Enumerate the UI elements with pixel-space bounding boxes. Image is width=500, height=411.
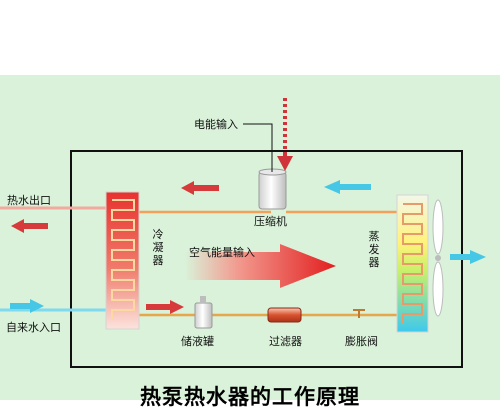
power-input-arrow <box>277 98 293 171</box>
air-out-arrow <box>450 250 486 264</box>
power-pointer-line <box>243 123 273 172</box>
cold-water-in-arrow <box>10 299 44 313</box>
compressor-label: 压缩机 <box>254 215 287 228</box>
compressor <box>258 168 287 210</box>
hot-water-outlet-label: 热水出口 <box>7 194 51 207</box>
receiver-tank <box>194 296 213 329</box>
cold-arrows <box>10 180 486 313</box>
cold-water-inlet-label: 自来水入口 <box>6 321 61 334</box>
cold-flow-arrow <box>324 180 371 194</box>
condenser <box>105 191 140 330</box>
expansion-valve-label: 膨胀阀 <box>345 335 378 348</box>
diagram-graphics <box>0 98 486 368</box>
air-energy-arrow <box>185 244 336 288</box>
air-energy-input-label: 空气能量输入 <box>189 246 255 259</box>
hot-flow-arrow <box>181 181 219 195</box>
hot-water-out-arrow <box>11 219 48 233</box>
diagram-canvas: 电能输入 热水出口 自来水入口 压缩机 冷凝器 蒸发器 空气能量输入 储液罐 过… <box>0 75 500 409</box>
hot-to-tank-arrow <box>146 300 184 314</box>
power-input-label: 电能输入 <box>194 118 238 131</box>
evaporator-label: 蒸发器 <box>368 230 380 269</box>
expansion-valve <box>353 309 365 318</box>
receiver-tank-label: 储液罐 <box>181 335 214 348</box>
fan-icon <box>432 199 444 317</box>
filter <box>267 307 302 323</box>
hot-arrows <box>11 181 219 314</box>
filter-label: 过滤器 <box>269 335 302 348</box>
evaporator <box>396 194 429 333</box>
condenser-label: 冷凝器 <box>152 228 164 267</box>
diagram-title: 热泵热水器的工作原理 <box>140 385 360 409</box>
